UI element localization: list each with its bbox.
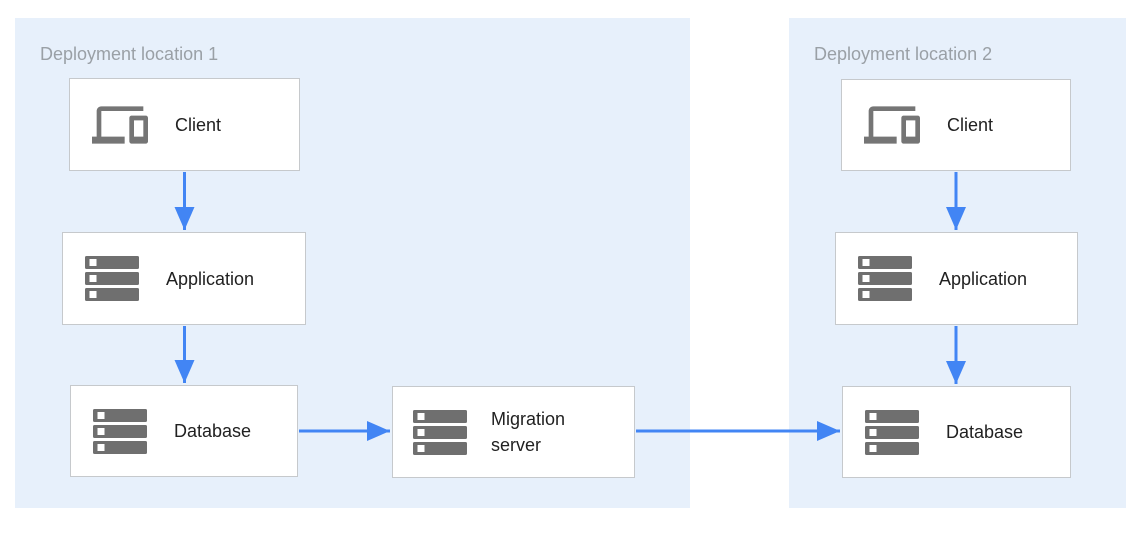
server-icon <box>858 256 912 301</box>
node-label: Application <box>939 268 1028 289</box>
node-label: Client <box>175 114 222 135</box>
node-application-2: Application <box>835 232 1078 325</box>
server-icon <box>93 408 147 454</box>
node-label: Client <box>947 115 994 135</box>
node-label: Migration server <box>491 409 566 455</box>
region-1-label: Deployment location 1 <box>40 44 219 64</box>
devices-icon <box>864 106 920 144</box>
node-migration-server: Migration server <box>392 386 635 478</box>
server-icon <box>413 409 467 455</box>
node-application-1: Application <box>62 232 306 325</box>
server-icon <box>865 409 919 455</box>
node-label: Application <box>166 268 255 289</box>
node-client-1: Client <box>69 78 300 171</box>
node-database-2: Database <box>842 386 1071 478</box>
server-icon <box>85 256 139 301</box>
region-2-label: Deployment location 2 <box>814 44 993 64</box>
node-client-2: Client <box>841 79 1071 171</box>
devices-icon <box>92 105 148 144</box>
node-label: Database <box>946 422 1024 442</box>
node-database-1: Database <box>70 385 298 477</box>
node-label: Database <box>174 421 252 441</box>
